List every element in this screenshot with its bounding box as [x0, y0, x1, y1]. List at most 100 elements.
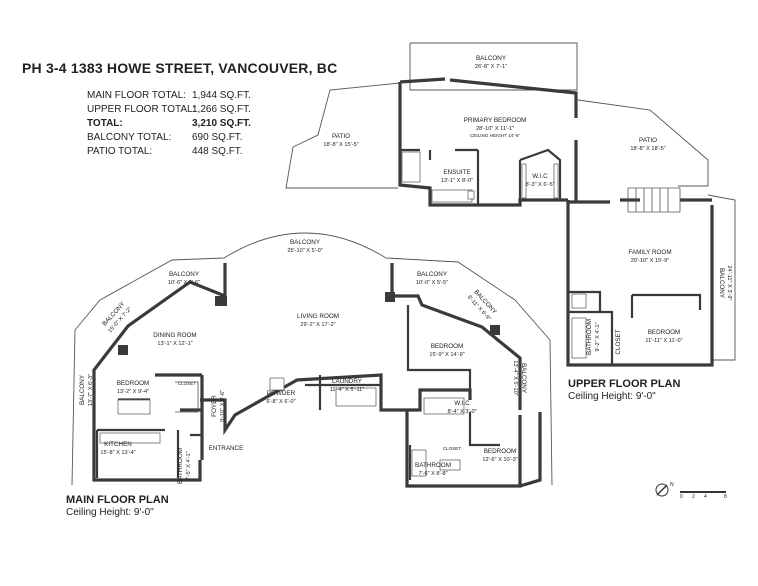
room-name: DINING ROOM: [153, 332, 196, 339]
total-value: 1,266 SQ.FT.: [192, 104, 251, 115]
room-name: CLOSET: [443, 446, 462, 451]
main-floor-title: MAIN FLOOR PLAN: [66, 494, 169, 506]
upper-stair: [627, 187, 681, 213]
room-name: BATHROOM: [415, 462, 451, 469]
room-dims: 29'-2" X 17'-2": [300, 322, 335, 328]
compass-rose: N: [655, 482, 674, 497]
scale-bar: 0 2 4 8: [680, 491, 727, 500]
room-dims: 8'-4" X 3'-0": [447, 409, 476, 415]
upper-vanity: [431, 189, 473, 203]
room-name: BATHROOM: [586, 319, 593, 355]
room-name: FAMILY ROOM: [628, 249, 671, 256]
powder-fixture: [269, 377, 285, 391]
room-name: BALCONY: [476, 55, 507, 62]
room-dims: 10'-0" X 5'-5": [416, 280, 448, 286]
column: [215, 296, 227, 306]
room-dims: 13'-1" X 12'-1": [157, 341, 192, 347]
room-dims: 11'-4" X 5'-11": [330, 387, 365, 393]
upper-west-patio-outline: [285, 82, 401, 189]
room-dims: 26'-8" X 7'-1": [475, 64, 507, 70]
main-floor-ceiling: Ceiling Height: 9'-0": [66, 507, 154, 518]
total-label: MAIN FLOOR TOTAL:: [87, 90, 186, 101]
room-dims: 9'-10" X 9'-6": [220, 390, 226, 422]
scale-tick: 0: [680, 494, 683, 500]
kitchen-island: [117, 399, 151, 415]
room-dims: 18'-8" X 18'-5": [630, 146, 665, 152]
plan-address-title: PH 3-4 1383 HOWE STREET, VANCOUVER, BC: [22, 60, 338, 76]
total-label: BALCONY TOTAL:: [87, 132, 172, 143]
closet-divider: [175, 381, 199, 413]
scale-tick: 8: [724, 494, 727, 500]
column: [385, 292, 395, 302]
room-dims: 9'-2" X 4'-1": [595, 322, 601, 351]
room-dims: 7'-5" X 4'-1": [186, 451, 192, 480]
main-floor-plan: BALCONY 25'-10" X 5'-0" BALCONY 10'-6" X…: [71, 232, 553, 488]
upper-toilet: [467, 190, 475, 200]
main-kitchen-walls: [95, 428, 202, 478]
total-label: PATIO TOTAL:: [87, 146, 153, 157]
room-dims: 8'-3" X 6'-5": [525, 182, 554, 188]
upper-bath-fixture: [571, 293, 587, 309]
room-dims: 10'-6" X 5'-6": [168, 280, 200, 286]
total-label: UPPER FLOOR TOTAL:: [87, 104, 196, 115]
column: [118, 345, 128, 355]
room-name: BALCONY: [169, 271, 200, 278]
room-dims: 25'-10" X 5'-0": [287, 248, 322, 254]
upper-balcony-outline: [409, 42, 578, 91]
room-dims: 7'-6" X 8'-8": [418, 471, 447, 477]
room-dims: 15'-9" X 14'-9": [429, 352, 464, 358]
room-dims: 24'-11" X 3'-9": [726, 266, 732, 301]
room-name: FOYER: [211, 395, 218, 417]
room-dims: 28'-10" X 11'-1": [476, 126, 514, 132]
room-dims: 20'-10" X 15'-9": [631, 258, 669, 264]
room-name: LAUNDRY: [332, 378, 363, 385]
upper-east-balcony-outline: [707, 194, 736, 361]
total-label: TOTAL:: [87, 118, 123, 129]
total-value: 448 SQ.FT.: [192, 146, 243, 157]
main-laundry-walls: [305, 375, 380, 410]
bath-fixture: [411, 449, 427, 477]
room-name: ENTRANCE: [209, 445, 244, 452]
laundry-machines: [335, 387, 377, 407]
upper-family-walls: [566, 198, 714, 367]
room-name: BALCONY: [417, 271, 448, 278]
upper-wic-shelf: [521, 163, 527, 199]
room-name: BALCONY: [520, 363, 527, 394]
upper-bath-walls: [568, 290, 702, 365]
room-note: CEILING HEIGHT 14'-6": [470, 133, 520, 138]
room-dims: 13'-1" X 8'-0": [441, 178, 473, 184]
room-name: ENSUITE: [443, 169, 470, 176]
main-balcony-outline: [71, 232, 553, 486]
room-dims: 15'-8" X 13'-4": [100, 450, 135, 456]
room-dims: 13'-7" X 6'-3": [88, 374, 94, 406]
room-dims: 6'-8" X 6'-0": [266, 399, 295, 405]
room-dims: 11'-11" X 11'-0": [645, 338, 682, 344]
room-name: BALCONY: [290, 239, 321, 246]
main-stair: [423, 397, 465, 415]
room-name: PRIMARY BEDROOM: [464, 117, 527, 124]
room-name: BEDROOM: [431, 343, 464, 350]
room-name: BEDROOM: [484, 448, 517, 455]
room-dims: 13'-4" X 5'-10": [512, 360, 518, 395]
room-name: LIVING ROOM: [297, 313, 339, 320]
main-bedroom-e-walls: [406, 305, 500, 480]
upper-bath-fixture: [571, 317, 587, 359]
upper-east-patio-outline: [577, 99, 709, 187]
room-name: BALCONY: [718, 268, 725, 299]
compass-label: N: [670, 482, 674, 488]
scale-tick: 2: [692, 494, 695, 500]
upper-floor-ceiling: Ceiling Height: 9'-0": [568, 391, 656, 402]
room-name: BEDROOM: [648, 329, 681, 336]
scale-tick: 4: [704, 494, 707, 500]
room-name: CLOSET: [615, 329, 622, 354]
room-name: W.I.C: [454, 400, 470, 407]
bath-fixture: [439, 459, 461, 471]
upper-tub: [401, 151, 421, 183]
upper-wic-shelf: [553, 163, 559, 199]
upper-floor-plan: BALCONY 26'-8" X 7'-1" PATIO 18'-8" X 15…: [285, 42, 736, 367]
upper-primary-walls: [398, 77, 610, 207]
room-dims: 13'-2" X 9'-4": [117, 389, 149, 395]
upper-floor-title: UPPER FLOOR PLAN: [568, 378, 681, 390]
total-value: 3,210 SQ.FT.: [192, 118, 251, 129]
